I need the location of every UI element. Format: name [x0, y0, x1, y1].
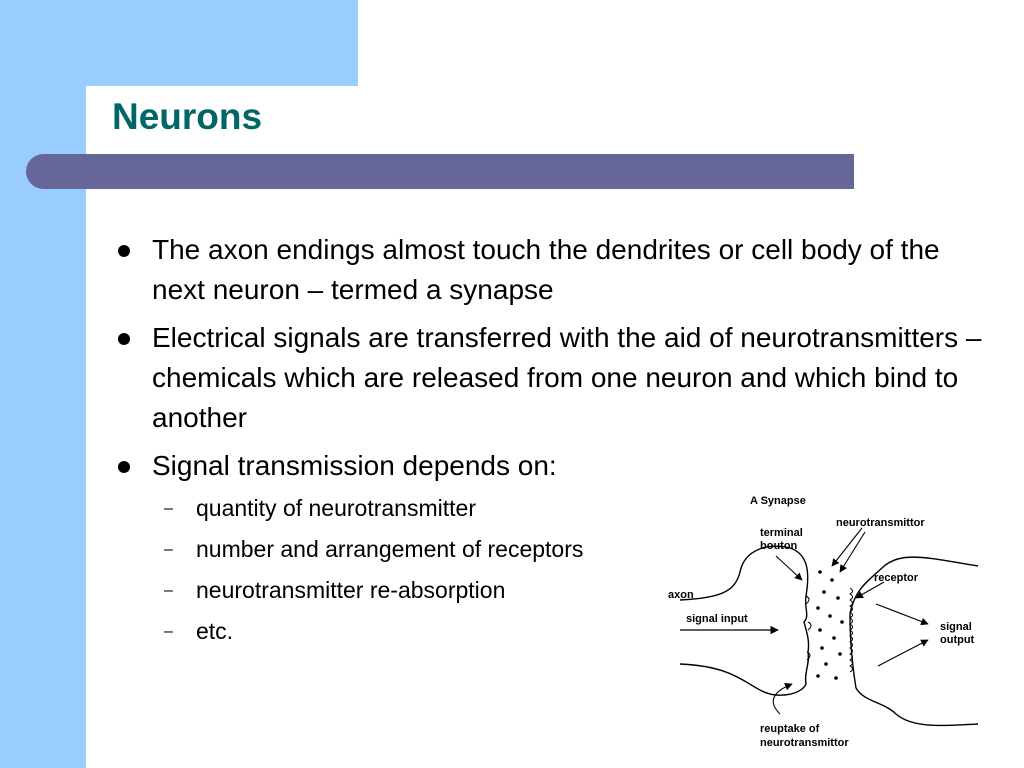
signal-input-label: signal input — [686, 613, 748, 625]
bullet-list: The axon endings almost touch the dendri… — [112, 230, 992, 660]
axon-label: axon — [668, 589, 694, 601]
neurotransmittor-arrow — [839, 531, 866, 573]
membrane-bump — [807, 621, 812, 631]
dash-icon: – — [164, 500, 173, 517]
terminal-arrow — [775, 555, 803, 581]
reuptake-label: neurotransmittor — [760, 737, 849, 749]
reuptake-arrow — [772, 683, 793, 715]
receptor-label: receptor — [874, 572, 919, 584]
signal-output-arrow — [875, 603, 929, 626]
sub-bullet-list: – quantity of neurotransmitter – number … — [152, 488, 992, 652]
bullet-item: Signal transmission depends on: – quanti… — [112, 446, 992, 652]
bullet-dot-icon — [118, 461, 130, 473]
membrane-bump — [806, 651, 811, 661]
dash-icon: – — [164, 582, 173, 599]
signal-output-label: output — [940, 634, 975, 646]
top-band — [0, 0, 358, 86]
bullet-text: The axon endings almost touch the dendri… — [152, 234, 940, 305]
sub-bullet-item: – number and arrangement of receptors — [152, 529, 992, 570]
slide-title: Neurons — [112, 96, 263, 137]
neurotransmittor-arrow — [831, 527, 863, 567]
sub-bullet-item: – neurotransmitter re-absorption — [152, 570, 992, 611]
dash-icon: – — [164, 623, 173, 640]
diagram-title: A Synapse — [750, 495, 806, 507]
sub-bullet-text: number and arrangement of receptors — [196, 536, 584, 562]
bullet-item: The axon endings almost touch the dendri… — [112, 230, 992, 310]
bullet-dot-icon — [118, 333, 130, 345]
bullet-dot-icon — [118, 245, 130, 257]
axon-terminal-outline — [679, 545, 810, 696]
terminal-label: terminal — [760, 527, 803, 539]
sub-bullet-item: – quantity of neurotransmitter — [152, 488, 992, 529]
receptor-coil — [849, 587, 853, 673]
bullet-text: Signal transmission depends on: — [152, 450, 557, 481]
membrane-bump — [805, 595, 810, 605]
receptor-arrow — [855, 581, 885, 599]
sub-bullet-item: – etc. — [152, 611, 992, 652]
bouton-label: bouton — [760, 540, 798, 552]
dash-icon: – — [164, 541, 173, 558]
sub-bullet-text: neurotransmitter re-absorption — [196, 577, 506, 603]
bullet-text: Electrical signals are transferred with … — [152, 322, 982, 433]
signal-output-arrow — [877, 639, 929, 667]
synapse-diagram: A Synapse terminal bouton neurotransmitt… — [668, 495, 979, 749]
signal-output-label: signal — [940, 621, 972, 633]
neurotransmitter-dots — [816, 570, 844, 680]
neurotransmittor-label: neurotransmittor — [836, 517, 925, 529]
sub-bullet-text: quantity of neurotransmitter — [196, 495, 476, 521]
title-bar — [26, 154, 854, 189]
sub-bullet-text: etc. — [196, 618, 234, 644]
reuptake-label: reuptake of — [760, 723, 820, 735]
side-band — [0, 0, 86, 768]
bullet-item: Electrical signals are transferred with … — [112, 318, 992, 438]
